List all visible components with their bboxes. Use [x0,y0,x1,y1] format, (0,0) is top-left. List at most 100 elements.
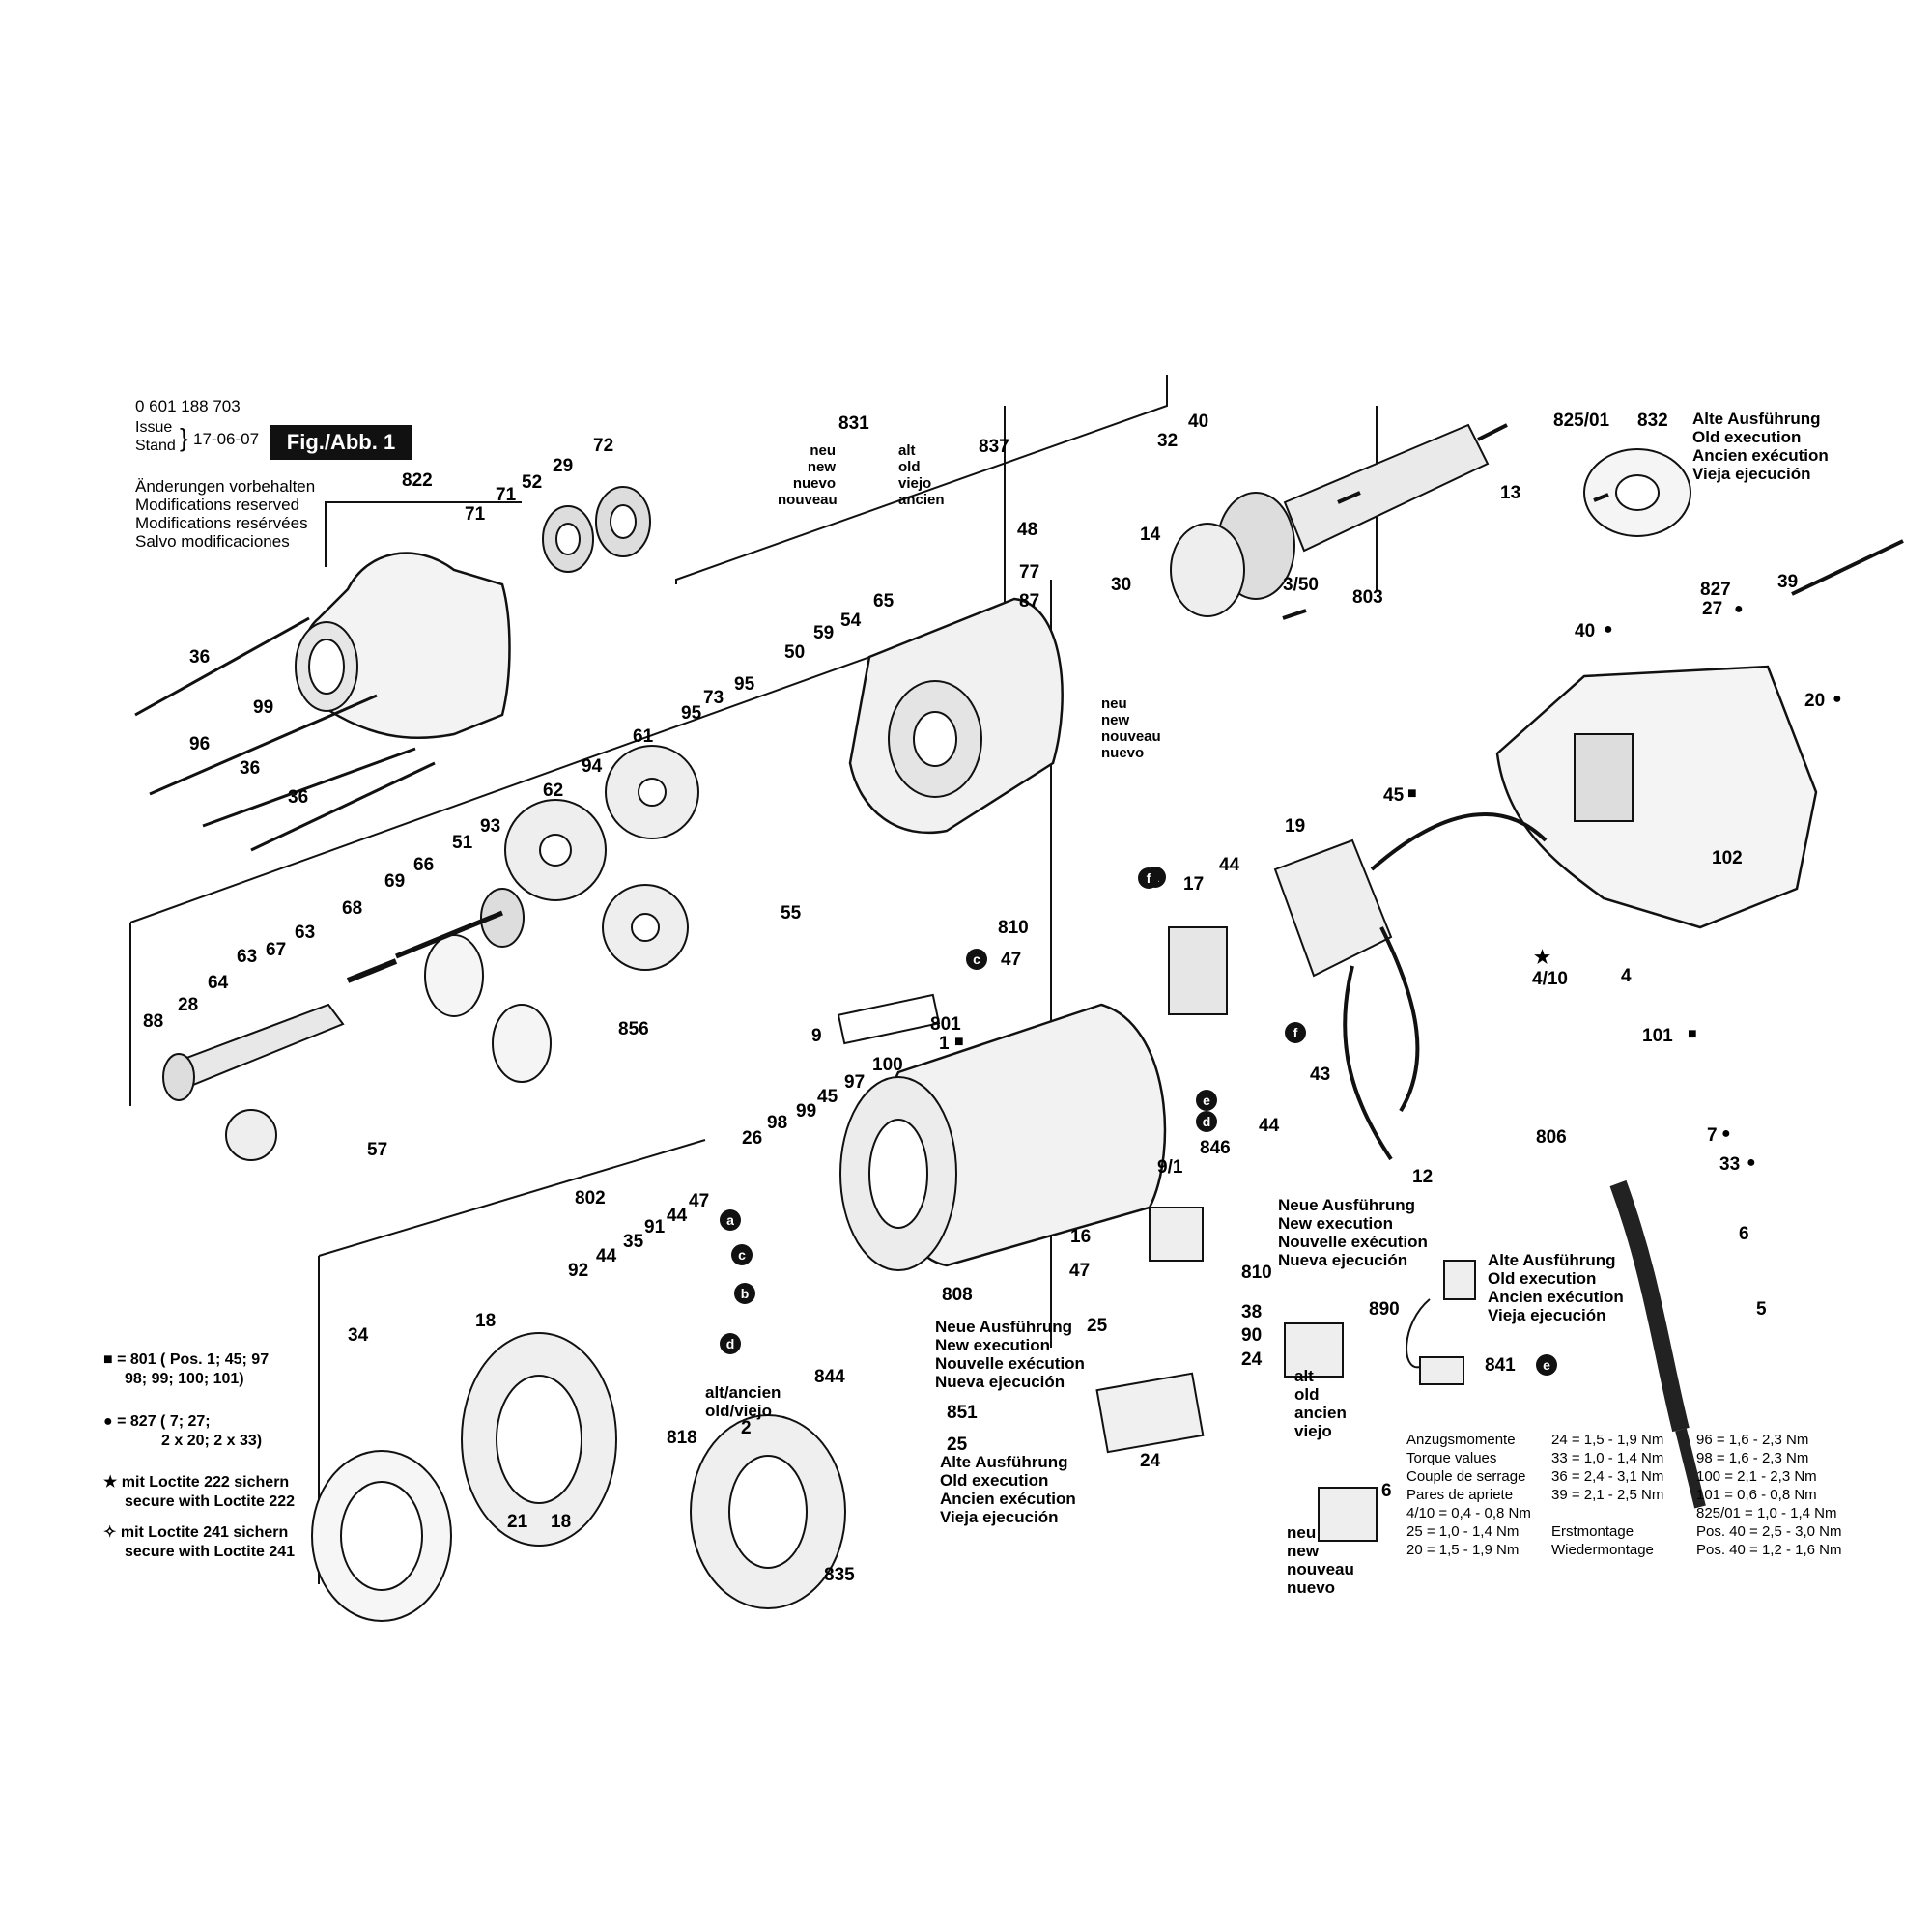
legend-circle: ● = 827 ( 7; 27; 2 x 20; 2 x 33) [103,1413,263,1449]
callout-5: 5 [1756,1299,1767,1320]
callout-890: 890 [1369,1299,1400,1320]
callout-856: 856 [618,1019,649,1039]
callout-101: 101 [1642,1026,1673,1046]
callout-7: 7 [1707,1125,1718,1146]
callout-44: 44 [596,1246,617,1266]
figure-badge: Fig./Abb. 1 [270,425,412,460]
callout-33: 33 [1719,1154,1741,1175]
callout-88: 88 [143,1011,164,1032]
mod-de: Änderungen vorbehalten [135,477,316,496]
wire-letter-e: e [1536,1354,1557,1376]
callout-25: 25 [1087,1316,1108,1336]
callout-36: 36 [189,647,211,668]
callout-44: 44 [1259,1116,1280,1136]
callout-77: 77 [1019,562,1040,582]
bracket-gearhouse [675,375,1168,584]
callout-63: 63 [295,923,316,943]
callout-26: 26 [742,1128,763,1149]
callout-822: 822 [402,470,433,491]
callout-806: 806 [1536,1127,1567,1148]
callout-52: 52 [522,472,543,493]
callout-2: 2 [741,1418,752,1438]
callout-4: 4 [1621,966,1632,986]
callout-98: 98 [767,1113,788,1133]
callout-93: 93 [480,816,501,837]
callout-44: 44 [667,1206,688,1226]
issue-date: 17-06-07 [193,430,260,448]
callout-92: 92 [568,1261,589,1281]
callout-808: 808 [942,1285,973,1305]
callout-810: 810 [998,918,1029,938]
handle-housing-827 [1495,665,1818,929]
callout-34: 34 [348,1325,369,1346]
callout-14: 14 [1140,525,1161,545]
callout-68: 68 [342,898,363,919]
callout-802: 802 [575,1188,606,1208]
legend-star: ★ mit Loctite 222 sichern secure with Lo… [103,1474,296,1510]
issue-label: Issue [135,419,173,436]
callout-837: 837 [979,437,1009,457]
callout-20: 20 [1804,691,1826,711]
callout-851: 851 [947,1403,978,1423]
callout-17: 17 [1183,874,1205,895]
wire-letter-b: b [734,1283,755,1304]
callout-35: 35 [623,1232,644,1252]
callout-51: 51 [452,833,473,853]
callout-21: 21 [507,1512,528,1532]
wire-letter-f: f [1285,1022,1306,1043]
callout-64: 64 [208,973,229,993]
circle-mark: ● [1721,1125,1731,1142]
callout-62: 62 [543,781,564,801]
callout-94: 94 [582,756,603,777]
callout-36: 36 [288,787,309,808]
callout-6: 6 [1739,1224,1749,1244]
callout-25: 25 [947,1435,968,1455]
callout-831: 831 [838,413,869,434]
callout-28: 28 [178,995,199,1015]
callout-803: 803 [1352,587,1383,608]
wire-letter-d: d [720,1333,741,1354]
callout-841: 841 [1485,1355,1516,1376]
legend-square: ■ = 801 ( Pos. 1; 45; 97 98; 99; 100; 10… [103,1351,270,1387]
brush-holder-19 [1273,838,1393,978]
brace-glyph: } [180,423,188,452]
callout-39: 39 [1777,572,1799,592]
callout-827: 827 [1700,580,1731,600]
callout-45: 45 [1383,785,1405,806]
circle-mark: ● [1604,621,1613,638]
callout-9-1: 9/1 [1157,1157,1183,1178]
callout-24: 24 [1241,1350,1263,1370]
callout-825-01: 825/01 [1553,411,1610,431]
callout-16: 16 [1070,1227,1092,1247]
callout-67: 67 [266,940,287,960]
callout-6: 6 [1381,1481,1392,1501]
spindle-28 [172,1003,345,1089]
callout-61: 61 [633,726,654,747]
callout-72: 72 [593,436,614,456]
callout-835: 835 [824,1565,855,1585]
mod-en: Modifications reserved [135,496,300,514]
callout-40: 40 [1188,412,1209,432]
wire-letter-c: c [731,1244,753,1265]
armature-803 [1283,423,1490,553]
callout-71: 71 [496,485,517,505]
callout-18: 18 [475,1311,497,1331]
callout-99: 99 [253,697,274,718]
callout-59: 59 [813,623,835,643]
square-mark: ■ [1688,1026,1697,1042]
callout-1: 1 [939,1034,950,1054]
wire-letter-f: f [1138,867,1159,889]
callout-12: 12 [1412,1167,1434,1187]
callout-13: 13 [1500,483,1521,503]
square-mark: ■ [1407,785,1417,802]
